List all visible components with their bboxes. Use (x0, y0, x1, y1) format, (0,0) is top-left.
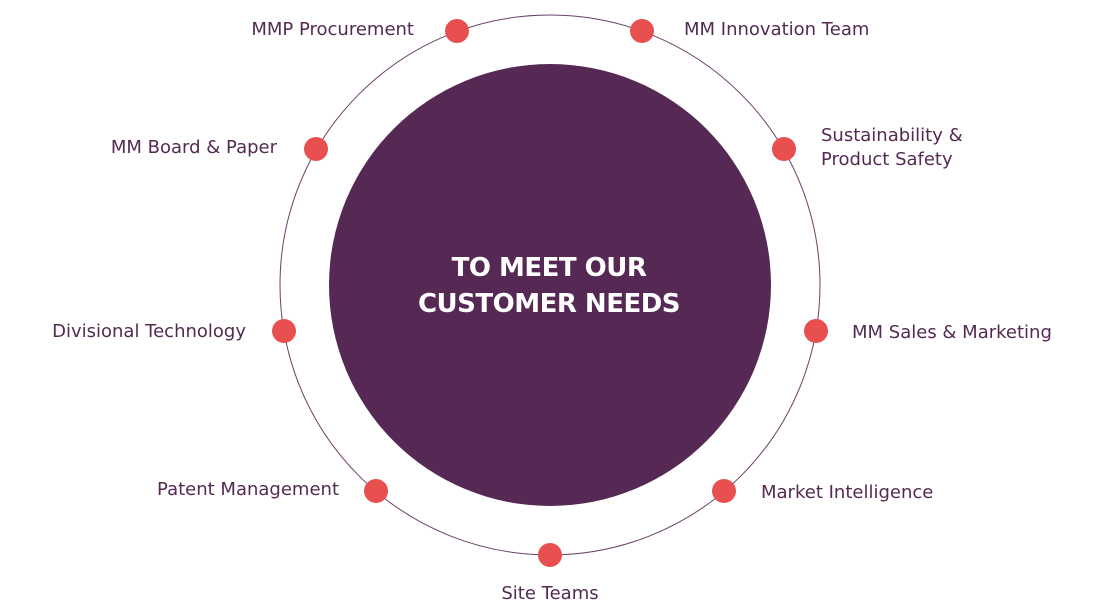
node-dot-site-teams (538, 543, 562, 567)
node-dot-market-intelligence (712, 479, 736, 503)
node-label-site-teams: Site Teams (501, 583, 599, 604)
node-label-mm-board-paper: MM Board & Paper (110, 137, 277, 158)
center-heading-line-1: TO MEET OUR (451, 253, 647, 283)
center-heading: TO MEET OUR CUSTOMER NEEDS (349, 250, 749, 322)
node-label-mm-innovation-team: MM Innovation Team (684, 19, 870, 40)
node-dot-sustainability-product-safety (772, 137, 796, 161)
node-label-mmp-procurement: MMP Procurement (251, 19, 414, 40)
node-label-patent-management: Patent Management (157, 479, 339, 500)
center-circle (329, 64, 771, 506)
node-dot-mm-innovation-team (630, 19, 654, 43)
node-label-sustainability-product-safety: Sustainability & Product Safety (821, 125, 963, 170)
node-dot-mm-board-paper (304, 137, 328, 161)
node-dot-mm-sales-marketing (804, 319, 828, 343)
node-dot-mmp-procurement (445, 19, 469, 43)
node-dot-divisional-technology (272, 319, 296, 343)
node-label-divisional-technology: Divisional Technology (52, 321, 246, 342)
center-heading-line-2: CUSTOMER NEEDS (417, 289, 681, 319)
node-label-mm-sales-marketing: MM Sales & Marketing (852, 322, 1052, 343)
node-dot-patent-management (364, 479, 388, 503)
node-label-market-intelligence: Market Intelligence (761, 482, 934, 503)
